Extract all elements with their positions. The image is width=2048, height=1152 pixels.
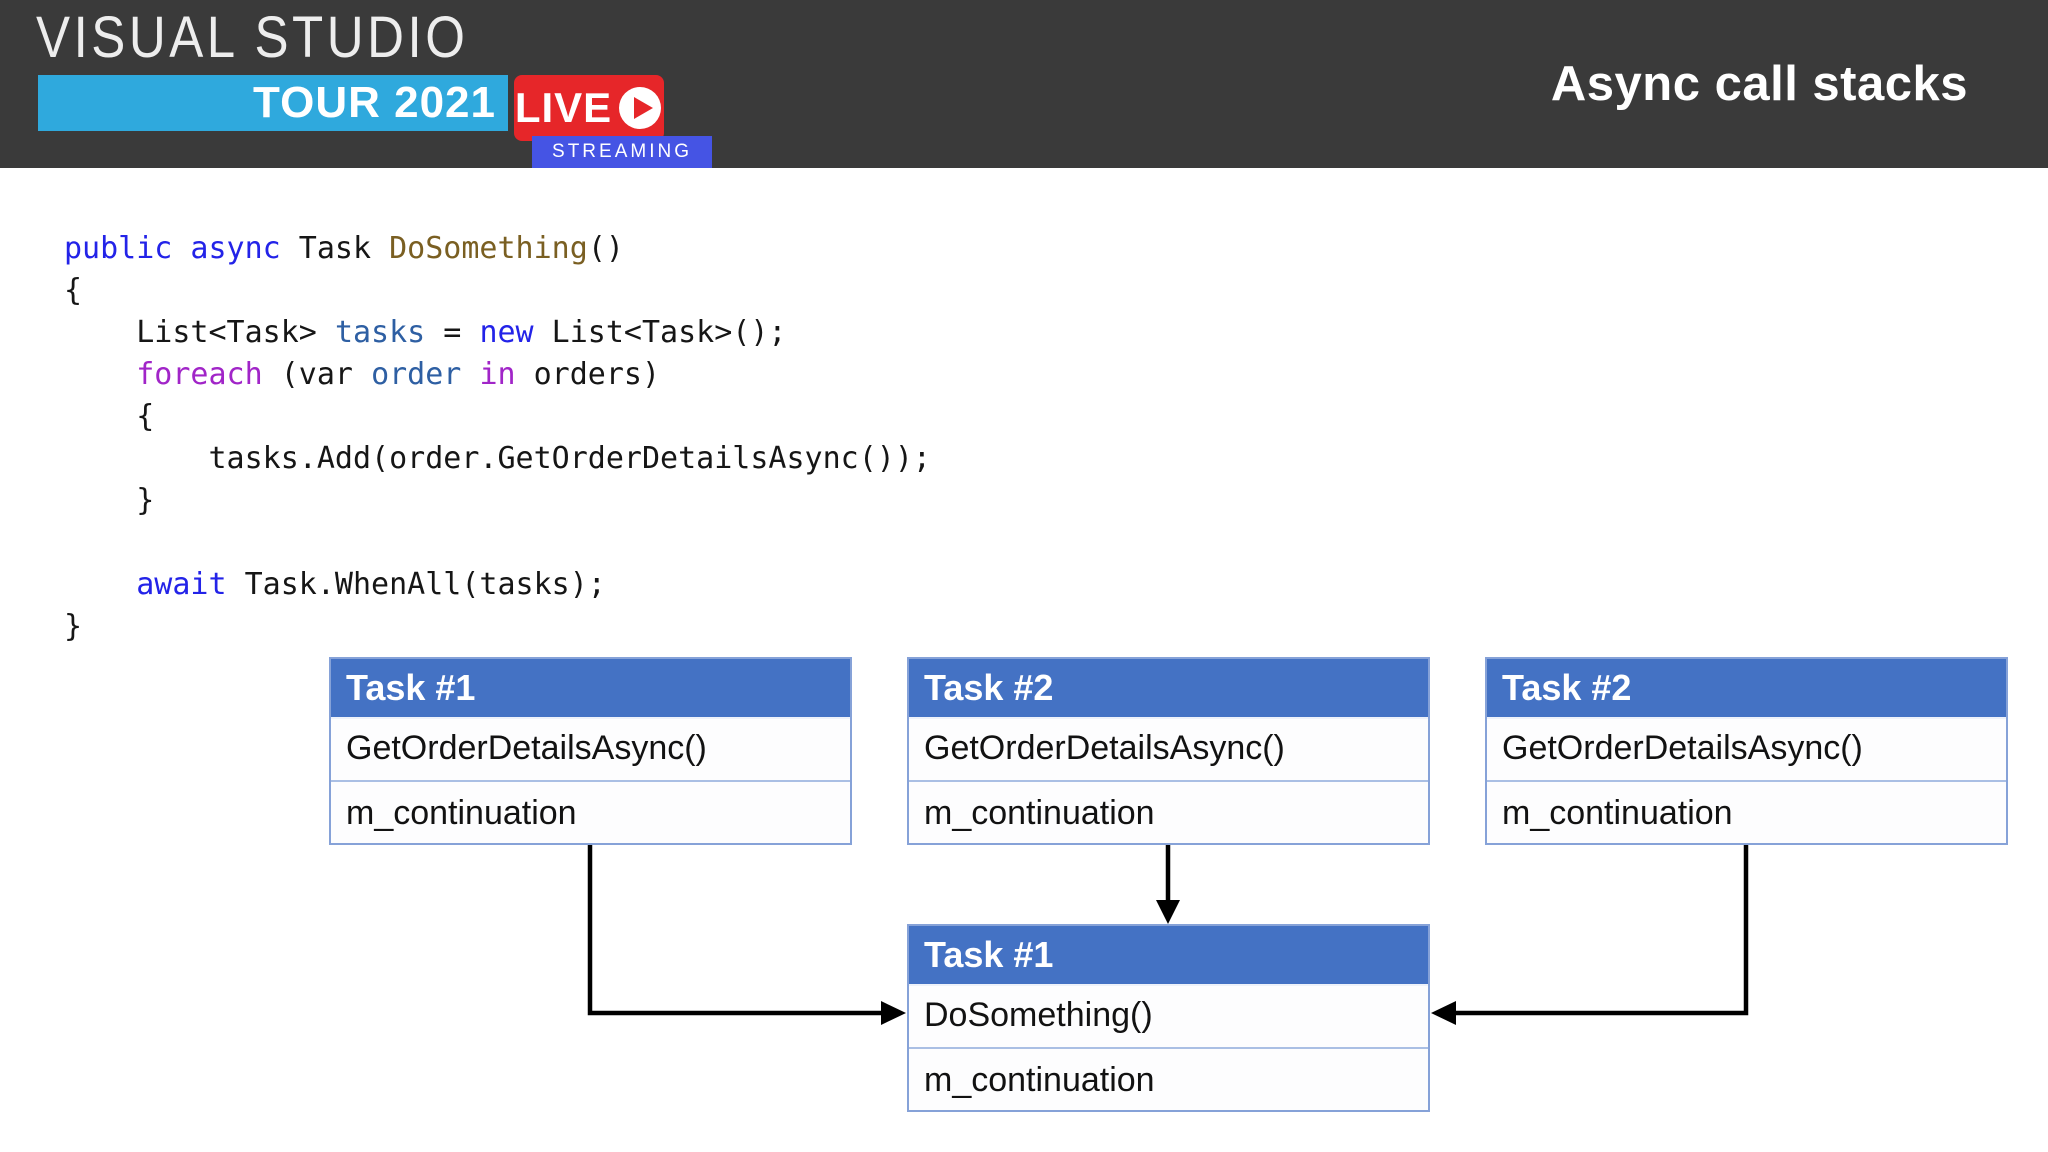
live-label: LIVE bbox=[514, 84, 613, 131]
arrowhead-down-icon bbox=[1156, 900, 1180, 924]
code-line: foreach (var order in orders) bbox=[136, 357, 661, 392]
task-box-row: m_continuation bbox=[331, 780, 850, 843]
arrowhead-right-icon bbox=[881, 1001, 906, 1025]
task-box-row: m_continuation bbox=[909, 1047, 1428, 1110]
code-line: { bbox=[64, 273, 83, 308]
arrow-task1-top-to-bottom bbox=[587, 842, 882, 1016]
task-box-row: GetOrderDetailsAsync() bbox=[909, 717, 1428, 780]
code-block: public async Task DoSomething() { List<Ta… bbox=[64, 228, 931, 648]
code-line: await Task.WhenAll(tasks); bbox=[136, 567, 606, 602]
header-bar: VISUAL STUDIO TOUR 2021 LIVE STREAMING A… bbox=[0, 0, 2048, 168]
arrowhead-left-icon bbox=[1431, 1001, 1456, 1025]
code-line: } bbox=[64, 609, 83, 644]
code-line: tasks.Add(order.GetOrderDetailsAsync()); bbox=[64, 441, 931, 476]
task-box-title: Task #2 bbox=[909, 659, 1428, 717]
task-box-task2-middle: Task #2 GetOrderDetailsAsync() m_continu… bbox=[907, 657, 1430, 845]
task-box-row: m_continuation bbox=[909, 780, 1428, 843]
page-title: Async call stacks bbox=[1550, 57, 1968, 111]
arrow-task2-right-to-bottom bbox=[1456, 842, 1749, 1016]
logo-tour-2021-banner: TOUR 2021 bbox=[38, 75, 508, 131]
task-box-task2-right: Task #2 GetOrderDetailsAsync() m_continu… bbox=[1485, 657, 2008, 845]
task-box-task1-top: Task #1 GetOrderDetailsAsync() m_continu… bbox=[329, 657, 852, 845]
visual-studio-tour-logo: VISUAL STUDIO TOUR 2021 LIVE STREAMING bbox=[36, 5, 712, 168]
task-box-row: DoSomething() bbox=[909, 984, 1428, 1047]
live-badge: LIVE bbox=[514, 75, 664, 141]
task-box-task1-bottom: Task #1 DoSomething() m_continuation bbox=[907, 924, 1430, 1112]
task-box-title: Task #1 bbox=[331, 659, 850, 717]
logo-visual-studio-text: VISUAL STUDIO bbox=[36, 5, 469, 70]
play-icon bbox=[619, 87, 662, 129]
task-box-row: m_continuation bbox=[1487, 780, 2006, 843]
task-box-title: Task #2 bbox=[1487, 659, 2006, 717]
streaming-banner: STREAMING bbox=[532, 136, 712, 168]
code-line: } bbox=[64, 483, 155, 518]
code-line: public async Task DoSomething() bbox=[64, 231, 624, 266]
code-line bbox=[64, 522, 931, 564]
task-box-row: GetOrderDetailsAsync() bbox=[1487, 717, 2006, 780]
task-box-row: GetOrderDetailsAsync() bbox=[331, 717, 850, 780]
code-line: { bbox=[64, 399, 155, 434]
code-line: List<Task> tasks = new List<Task>(); bbox=[64, 315, 787, 350]
task-box-title: Task #1 bbox=[909, 926, 1428, 984]
